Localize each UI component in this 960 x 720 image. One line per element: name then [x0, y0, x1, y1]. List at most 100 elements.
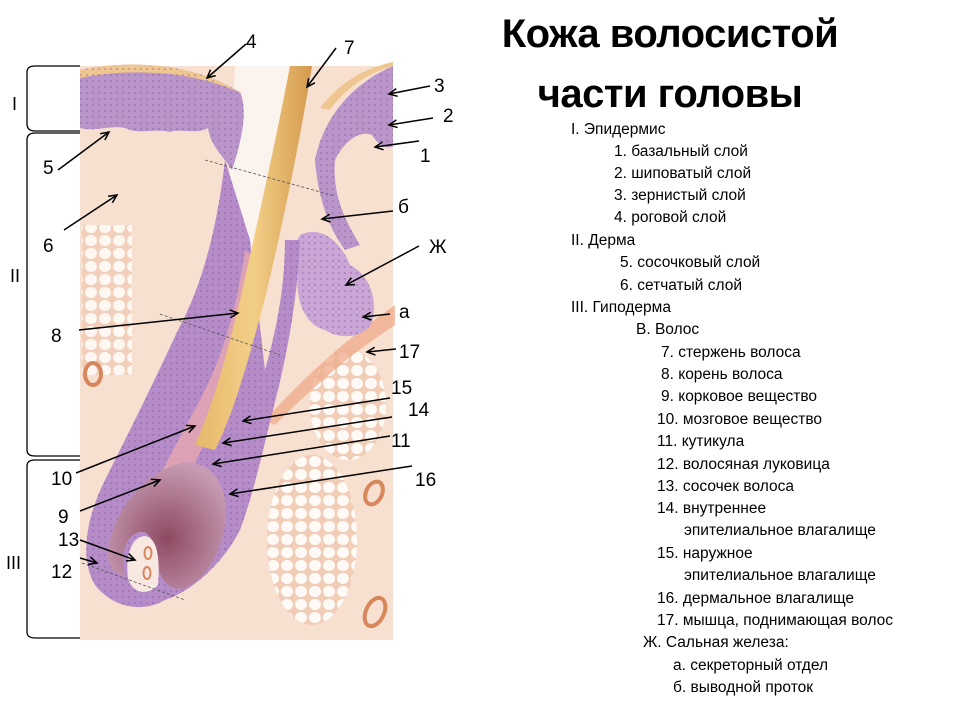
- fat-lobule: [267, 455, 357, 625]
- hair-shaft: [195, 66, 312, 450]
- arrowhead-icon: [205, 69, 216, 80]
- legend-item: 6. сетчатый слой: [620, 277, 742, 294]
- callout-arrow: [374, 140, 420, 148]
- callout-label: 9: [58, 507, 69, 528]
- callout-label: 6: [43, 236, 54, 257]
- callout-arrow: [212, 435, 391, 465]
- section-label-hypodermis: III: [6, 553, 22, 573]
- legend-item: эпителиальное влагалище: [684, 567, 876, 584]
- callout-label: б: [398, 197, 409, 218]
- legend-item: Ж. Сальная железа:: [643, 634, 789, 651]
- callout-arrow: [321, 210, 394, 220]
- callout-arrow: [388, 117, 434, 126]
- legend-item: 10. мозговое вещество: [657, 411, 823, 428]
- hair-bulb: [108, 462, 226, 589]
- diagram-title: Кожа волосистой части головы: [470, 4, 870, 124]
- arrowhead-icon: [373, 141, 384, 151]
- legend-item: 11. кутикула: [657, 433, 745, 450]
- arrowhead-icon: [125, 553, 137, 562]
- legend-item: 7. стержень волоса: [661, 344, 801, 361]
- callout-arrow: [388, 85, 431, 95]
- arrowhead-icon: [320, 213, 331, 223]
- legend-item: 2. шиповатый слой: [614, 165, 752, 182]
- arrowhead-icon: [344, 277, 356, 286]
- legend-item: б. выводной проток: [673, 679, 814, 696]
- callout-arrow: [222, 416, 393, 444]
- arrowhead-icon: [100, 130, 111, 141]
- legend-item: В. Волос: [636, 321, 700, 338]
- callout-label: 1: [420, 146, 431, 167]
- callout-arrow: [78, 312, 239, 331]
- skin-hair-follicle-illustration: [26, 43, 434, 640]
- callout-label: 2: [443, 106, 454, 127]
- callout-label: 8: [51, 326, 62, 347]
- arrowhead-icon: [241, 415, 252, 425]
- callout-label: 17: [399, 342, 421, 363]
- arrowhead-icon: [361, 311, 372, 321]
- legend-item: 1. базальный слой: [614, 143, 748, 160]
- legend-item: эпителиальное влагалище: [684, 522, 876, 539]
- section-brace-hypodermis: [26, 459, 80, 639]
- callout-arrow: [229, 465, 413, 495]
- callout-label: 11: [391, 431, 411, 452]
- arrowhead-icon: [365, 346, 376, 356]
- callout-label: 7: [344, 38, 355, 59]
- callout-arrow: [79, 539, 136, 561]
- callout-label: 4: [246, 32, 257, 53]
- callout-arrow: [57, 131, 110, 171]
- legend-item: 4. роговой слой: [614, 209, 727, 226]
- section-brace-epidermis: [26, 65, 80, 132]
- arrowhead-icon: [229, 309, 240, 319]
- callout-label: 10: [51, 469, 73, 490]
- callout-label: Ж: [429, 237, 447, 258]
- legend-item: 16. дермальное влагалище: [657, 590, 855, 607]
- legend-item: 9. корковое вещество: [661, 388, 818, 405]
- callout-label: 12: [51, 562, 73, 583]
- arrowhead-icon: [150, 478, 162, 488]
- fat-lobule: [82, 225, 132, 375]
- section-brace-dermis: [26, 132, 80, 457]
- callout-label: 13: [58, 530, 80, 551]
- callout-label: а: [399, 302, 410, 323]
- arrowhead-icon: [185, 424, 197, 434]
- callout-arrow: [79, 479, 161, 512]
- callout-label: 3: [434, 76, 445, 97]
- legend-item: 12. волосяная луковица: [657, 456, 830, 473]
- blood-vessel: [363, 479, 385, 507]
- blood-vessel: [83, 361, 103, 387]
- arrowhead-icon: [228, 488, 239, 498]
- legend-item: 5. сосочковый слой: [620, 254, 761, 271]
- legend-item: 3. зернистый слой: [614, 187, 746, 204]
- section-label-epidermis: I: [12, 94, 18, 114]
- callout-arrow: [63, 194, 118, 231]
- arrowhead-icon: [87, 556, 99, 566]
- callout-label: 15: [391, 378, 413, 399]
- legend-item: 13. сосочек волоса: [657, 478, 794, 495]
- arrowhead-icon: [305, 78, 316, 89]
- legend-item: 14. внутреннее: [657, 500, 767, 517]
- arrowhead-icon: [387, 119, 398, 129]
- legend-item: III. Гиподерма: [571, 299, 671, 316]
- legend-item: 15. наружное: [657, 545, 753, 562]
- section-label-dermis: II: [10, 266, 21, 286]
- callout-label: 16: [415, 470, 437, 491]
- callout-arrow: [242, 397, 391, 422]
- callout-label: 5: [43, 158, 54, 179]
- arrowhead-icon: [211, 458, 222, 468]
- title-line-1: Кожа волосистой: [501, 12, 839, 56]
- legend-item: 8. корень волоса: [661, 366, 783, 383]
- arrowhead-icon: [107, 194, 119, 204]
- arrector-pili-muscle: [265, 305, 395, 425]
- legend-item: 17. мышца, поднимающая волос: [657, 612, 894, 629]
- callout-arrow: [362, 313, 391, 318]
- blood-vessel: [362, 595, 388, 629]
- callout-arrow: [306, 47, 337, 88]
- arrowhead-icon: [221, 437, 232, 447]
- legend-item: а. секреторный отдел: [673, 657, 828, 674]
- arrowhead-icon: [387, 88, 398, 98]
- title-line-2: части головы: [537, 72, 803, 116]
- callout-arrow: [75, 425, 196, 474]
- callout-arrow: [206, 43, 247, 79]
- callout-arrow: [366, 348, 397, 353]
- callout-label: 14: [408, 400, 430, 421]
